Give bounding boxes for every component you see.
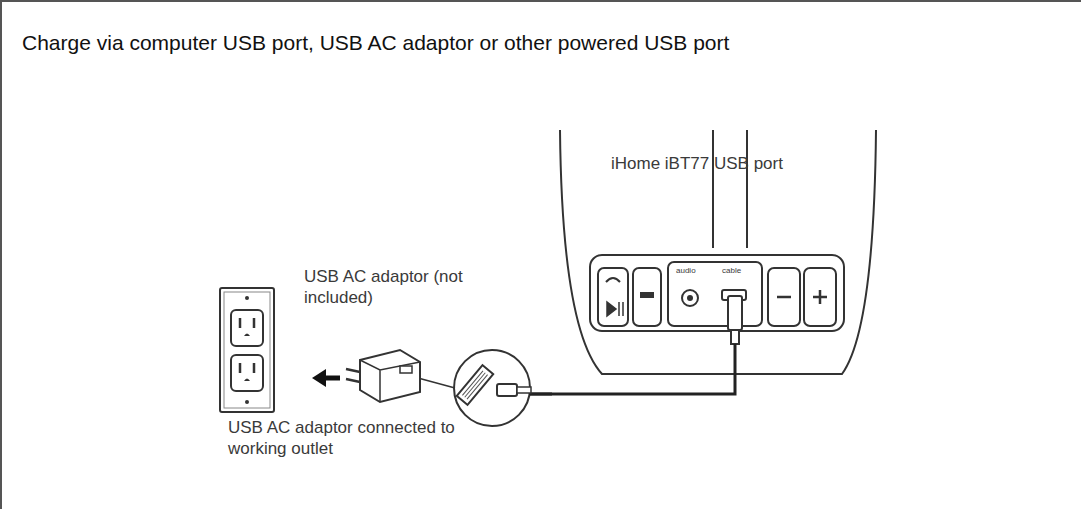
mode-button [633, 268, 661, 326]
audio-jack-hole [687, 295, 693, 301]
volume-down-button [768, 268, 800, 326]
micro-usb-plug [728, 296, 742, 330]
magnifier-circle [454, 350, 530, 426]
play-pause-symbol [607, 302, 623, 316]
mode-symbol [640, 292, 654, 298]
receptacle [231, 355, 263, 391]
minus-symbol [777, 296, 791, 299]
adaptor-usb-port [400, 366, 412, 373]
wall-outlet-plate [220, 288, 274, 412]
usb-cable [530, 344, 735, 394]
port-label: cable [722, 266, 741, 276]
plus-symbol [813, 290, 827, 304]
part-label: USB AC adaptor connected to working outl… [228, 417, 478, 460]
part-label: iHome iBT77 USB port [611, 153, 783, 174]
port-label: audio [676, 266, 696, 276]
audio-jack [682, 290, 698, 306]
usb-ac-adaptor [360, 350, 420, 402]
play-button [598, 268, 628, 326]
diagram-title: Charge via computer USB port, USB AC ada… [22, 30, 729, 56]
plug-strain-relief [731, 330, 739, 344]
usb-plug-body [497, 384, 517, 396]
usb-connector-enlarged [457, 365, 493, 405]
outlet-screw [245, 296, 249, 300]
volume-up-button [804, 268, 836, 326]
receptacle-slots [240, 318, 254, 373]
ground-holes [244, 334, 250, 382]
insert-arrowhead [312, 369, 326, 387]
outlet-screw [245, 400, 249, 404]
receptacle [231, 310, 263, 346]
adaptor-prongs [346, 369, 360, 382]
leader-line [418, 378, 455, 388]
usb-plug-neck [517, 387, 531, 393]
adaptor-edges [360, 360, 420, 402]
port-panel [668, 262, 762, 326]
speaker-body [560, 130, 876, 374]
speaker-stem [713, 130, 747, 248]
control-panel [590, 255, 844, 331]
cable-link [529, 393, 552, 396]
part-label: USB AC adaptor (not included) [304, 266, 469, 309]
phone-symbol [606, 278, 620, 282]
outlet-inner-edge [224, 292, 270, 408]
